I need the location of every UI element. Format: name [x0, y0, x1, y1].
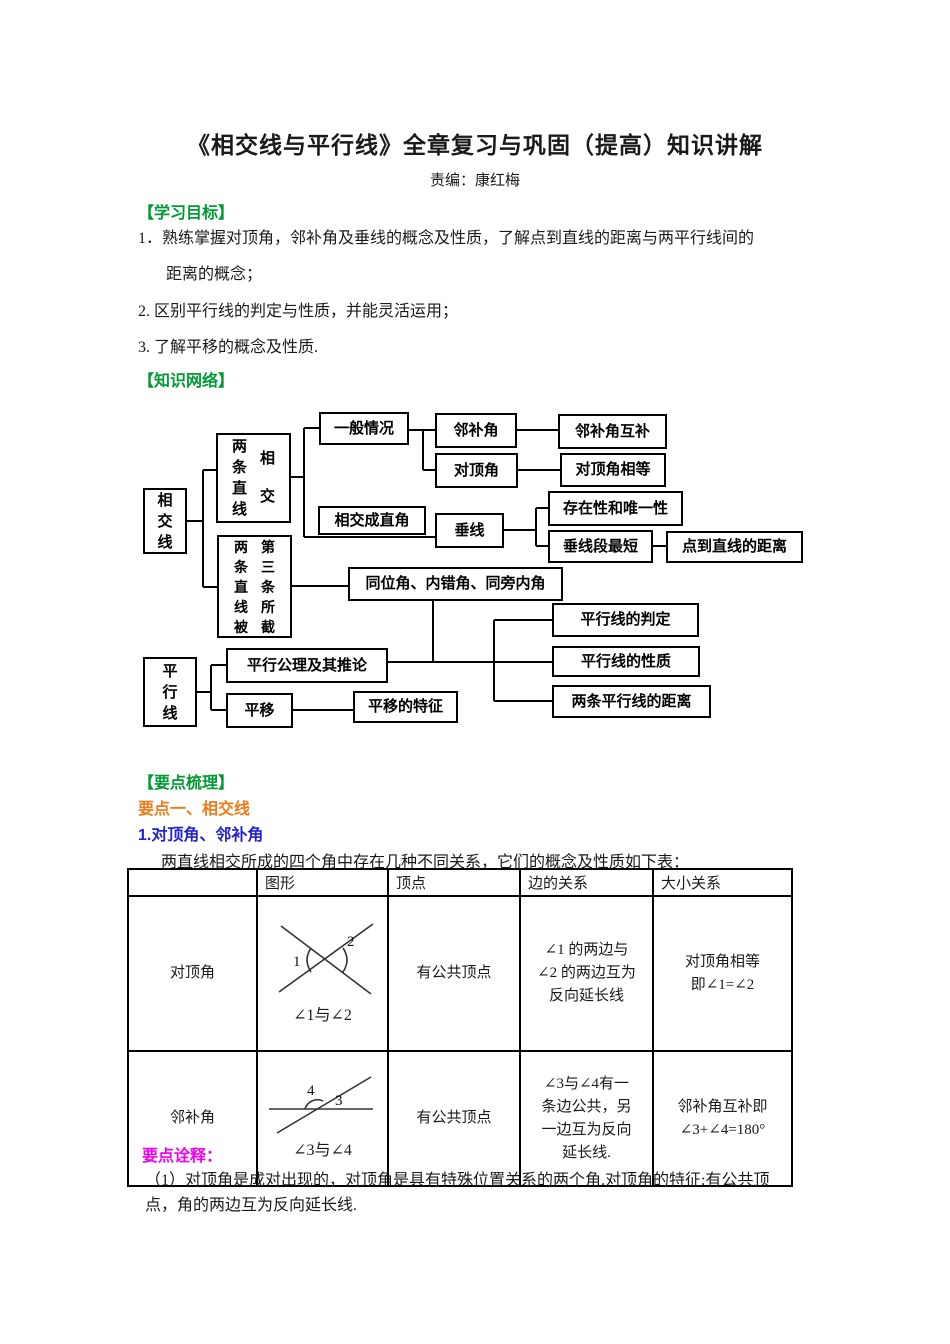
table-row: 邻补角 4 3 ∠3与∠4 有公共顶点 ∠3与∠4有一 条边公共，另 一边互为反…	[127, 1050, 793, 1187]
header-cell-sides: 边的关系	[519, 868, 654, 897]
figure-cell-vertical-angles: 1 2 ∠1与∠2	[256, 895, 389, 1052]
figure-caption: ∠3与∠4	[293, 1142, 352, 1159]
row-label-adjacent-supplementary: 邻补角	[127, 1050, 258, 1187]
diagram-box-existence-uniqueness: 存在性和唯一性	[548, 491, 683, 526]
note-line-1: （1）对顶角是成对出现的，对顶角是具有特殊位置关系的两个角.对顶角的特征:有公共…	[145, 1172, 770, 1189]
goal-line-2: 2. 区别平行线的判定与性质，并能灵活运用；	[138, 303, 459, 320]
goal-line-1: 1．熟练掌握对顶角，邻补角及垂线的概念及性质，了解点到直线的距离与两平行线间的	[138, 230, 755, 247]
table-row: 对顶角 1 2 ∠1与∠2 有公共顶点 ∠1 的两边与 ∠2 的两边互为 反向延…	[127, 895, 793, 1052]
angle-label-2: 2	[347, 934, 355, 950]
figure-cell-adjacent-supplementary: 4 3 ∠3与∠4	[256, 1050, 389, 1187]
header-cell-size: 大小关系	[652, 868, 793, 897]
vertex-cell: 有公共顶点	[387, 1050, 521, 1187]
diagram-box-translation-features: 平移的特征	[353, 691, 458, 723]
key-point-1-title: 要点一、相交线	[138, 801, 251, 818]
diagram-box-perpendicular-shortest: 垂线段最短	[548, 530, 653, 563]
notes-header: 要点诠释：	[142, 1148, 223, 1165]
diagram-box-vertical-angles-equal: 对顶角相等	[560, 453, 666, 487]
vertex-cell: 有公共顶点	[387, 895, 521, 1052]
diagram-box-adjacent-supplementary-rule: 邻补角互补	[558, 414, 667, 449]
diagram-box-vertical-angles: 对顶角	[435, 453, 518, 488]
section-header-knowledge-network: 【知识网络】	[138, 373, 235, 390]
row-label-vertical-angles: 对顶角	[127, 895, 258, 1052]
diagram-box-general-case: 一般情况	[319, 412, 409, 445]
diagram-box-intersect-right-angle: 相交成直角	[318, 506, 426, 535]
angle-comparison-table: 图形 顶点 边的关系 大小关系 对顶角 1 2 ∠1与∠2	[127, 868, 793, 1187]
diagram-box-intersecting-lines: 相交线	[143, 488, 187, 554]
diagram-box-parallel-axiom: 平行公理及其推论	[226, 648, 388, 683]
diagram-box-adjacent-supplementary: 邻补角	[435, 413, 517, 448]
sides-cell: ∠3与∠4有一 条边公共，另 一边互为反向 延长线.	[519, 1050, 654, 1187]
sub-topic-title: 1.对顶角、邻补角	[138, 827, 264, 844]
diagram-box-parallel-property: 平行线的性质	[552, 646, 700, 677]
table-intro-text: 两直线相交所成的四个角中存在几种不同关系，它们的概念及性质如下表：	[161, 854, 690, 871]
goal-line-3: 3. 了解平移的概念及性质.	[138, 339, 319, 356]
diagram-box-two-lines-intersect: 两条直线 相交	[216, 433, 291, 523]
size-cell: 邻补角互补即 ∠3+∠4=180°	[652, 1050, 793, 1187]
diagram-box-translation: 平移	[226, 693, 293, 728]
section-header-key-points: 【要点梳理】	[138, 775, 235, 792]
diagram-box-parallel-lines: 平行线	[143, 657, 197, 727]
diagram-box-perpendicular: 垂线	[435, 513, 504, 548]
size-cell: 对顶角相等 即∠1=∠2	[652, 895, 793, 1052]
angle-label-4: 4	[307, 1083, 315, 1099]
editor-byline: 责编：康红梅	[429, 173, 520, 189]
diagram-box-two-lines-cut-by-third: 两条直线被 第三条所截	[217, 535, 292, 638]
header-cell-blank	[127, 868, 258, 897]
diagram-box-point-line-distance: 点到直线的距离	[666, 531, 803, 563]
page-title: 《相交线与平行线》全章复习与巩固（提高）知识讲解	[187, 133, 763, 158]
vertical-angles-figure: 1 2	[278, 923, 373, 995]
sides-cell: ∠1 的两边与 ∠2 的两边互为 反向延长线	[519, 895, 654, 1052]
diagram-box-parallel-judgment: 平行线的判定	[552, 603, 699, 637]
header-cell-vertex: 顶点	[387, 868, 521, 897]
table-header-row: 图形 顶点 边的关系 大小关系	[127, 868, 793, 897]
note-line-2: 点，角的两边互为反向延长线.	[145, 1197, 358, 1214]
goal-line-1-cont: 距离的概念；	[166, 266, 263, 283]
section-header-learning-goals: 【学习目标】	[138, 205, 235, 222]
diagram-box-angle-types: 同位角、内错角、同旁内角	[348, 567, 563, 601]
header-cell-figure: 图形	[256, 868, 389, 897]
figure-caption: ∠1与∠2	[293, 1007, 352, 1024]
adjacent-angles-figure: 4 3	[268, 1076, 373, 1134]
angle-label-3: 3	[335, 1093, 343, 1109]
diagram-box-parallel-distance: 两条平行线的距离	[552, 685, 711, 718]
angle-label-1: 1	[293, 954, 301, 970]
